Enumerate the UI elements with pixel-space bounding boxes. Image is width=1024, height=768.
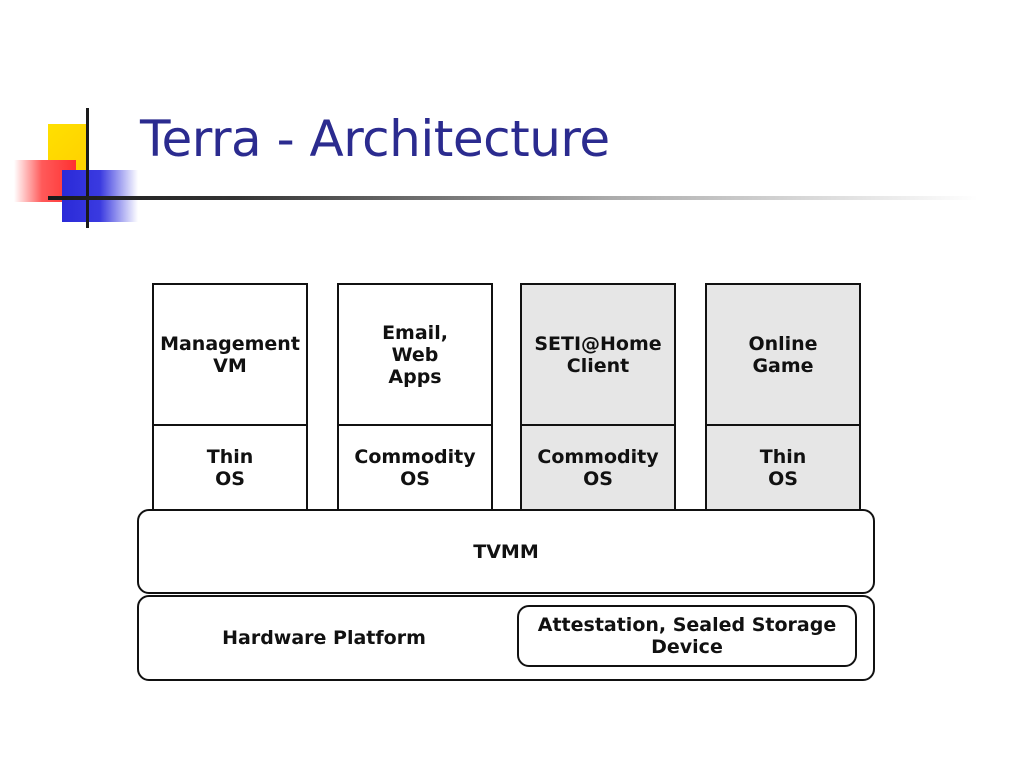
vm-app-box-management: Management VM: [152, 283, 308, 427]
decor-vertical-line: [86, 108, 89, 228]
vm-app-box-email: Email, Web Apps: [337, 283, 493, 427]
decor-title-underline: [48, 196, 978, 200]
tvmm-label: TVMM: [473, 540, 539, 563]
vm-app-box-seti: SETI@Home Client: [520, 283, 676, 427]
vm-os-box-seti: Commodity OS: [520, 424, 676, 511]
vm-app-box-game: Online Game: [705, 283, 861, 427]
vm-app-label: Email, Web Apps: [382, 322, 448, 388]
vm-os-label: Commodity OS: [537, 445, 659, 490]
vm-os-box-management: Thin OS: [152, 424, 308, 511]
vm-app-label: Management VM: [160, 333, 300, 377]
vm-os-box-email: Commodity OS: [337, 424, 493, 511]
hardware-label: Hardware Platform: [222, 627, 426, 649]
attestation-device-box: Attestation, Sealed Storage Device: [517, 605, 857, 667]
attestation-device-label: Attestation, Sealed Storage Device: [537, 614, 837, 658]
vm-os-label: Thin OS: [759, 445, 807, 490]
vm-os-box-game: Thin OS: [705, 424, 861, 511]
slide-title: Terra - Architecture: [140, 110, 610, 168]
vm-app-label: SETI@Home Client: [534, 333, 662, 377]
vm-os-label: Commodity OS: [354, 445, 476, 490]
vm-os-label: Thin OS: [206, 445, 254, 490]
tvmm-layer: TVMM: [137, 509, 875, 594]
vm-app-label: Online Game: [748, 333, 818, 377]
